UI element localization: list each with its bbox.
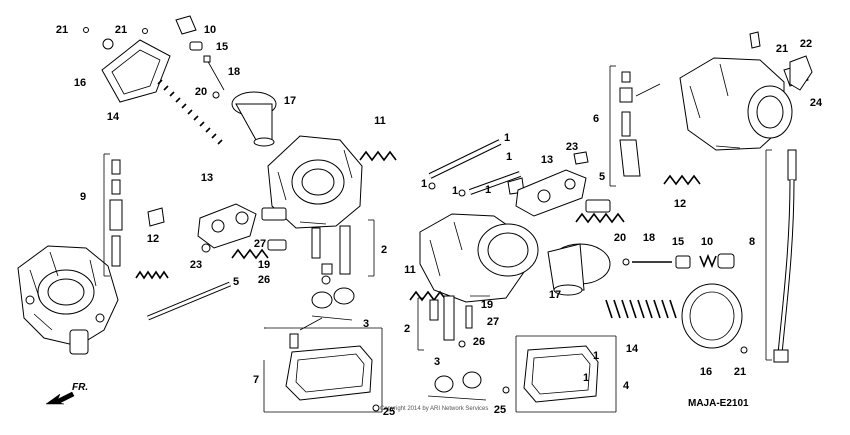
callout-c28: 2	[381, 244, 387, 256]
center-jet-group	[409, 290, 473, 351]
callout-c11: 1	[504, 132, 510, 144]
callout-c16: 13	[201, 172, 213, 184]
callout-c24: 24	[810, 97, 823, 109]
callout-c52: 4	[623, 380, 630, 392]
center-piston-group	[547, 243, 735, 296]
callout-c48: 21	[734, 366, 746, 378]
callout-c42: 2	[404, 323, 410, 335]
callout-c47: 16	[700, 366, 712, 378]
callout-c18: 1	[452, 185, 458, 197]
upper-carburetor-body	[261, 135, 363, 229]
center-right-parts-5-6	[575, 65, 661, 224]
left-float-bowl	[263, 327, 383, 413]
callout-c2: 21	[115, 24, 127, 36]
left-carburetor-body	[17, 245, 119, 355]
center-carburetor-body	[419, 213, 539, 303]
callout-c32: 5	[233, 276, 239, 288]
callout-c46: 1	[593, 350, 599, 362]
callout-c53: 25	[383, 406, 395, 418]
callout-c35: 18	[643, 232, 655, 244]
callout-c39: 17	[549, 289, 561, 301]
callout-c41: 27	[487, 316, 499, 328]
front-arrow-icon	[45, 391, 75, 405]
callout-c51: 1	[583, 372, 589, 384]
center-spring-cover	[605, 283, 748, 354]
callout-c13: 23	[566, 141, 578, 153]
callout-c29: 19	[258, 259, 270, 271]
callout-c8: 17	[284, 95, 296, 107]
callout-c6: 18	[228, 66, 240, 78]
left-parts-13-23-5	[197, 203, 287, 260]
right-tube-group	[663, 31, 813, 363]
callout-c5: 16	[74, 77, 86, 89]
center-rods	[428, 139, 525, 197]
callout-c45: 14	[626, 343, 639, 355]
front-direction-indicator: FR.	[45, 382, 88, 405]
callout-c43: 26	[473, 336, 485, 348]
callout-c37: 10	[701, 236, 713, 248]
callout-c44: 3	[363, 318, 369, 330]
callout-c10: 11	[374, 115, 386, 127]
callout-c9: 14	[107, 111, 120, 123]
center-float-bowl	[372, 335, 617, 413]
copyright-text: Copyright 2014 by ARI Network Services	[380, 406, 488, 412]
callout-c20: 5	[599, 171, 605, 183]
callout-c3: 10	[204, 24, 216, 36]
callout-c22: 21	[776, 43, 788, 55]
callout-c14: 13	[541, 154, 553, 166]
callout-c34: 20	[614, 232, 626, 244]
callout-c36: 15	[672, 236, 684, 248]
callout-c21: 6	[593, 113, 599, 125]
diagram-code: MAJA-E2101	[688, 398, 749, 409]
callout-c25: 12	[674, 198, 686, 210]
callout-c54: 25	[494, 404, 506, 416]
callout-c15: 9	[80, 191, 86, 203]
callout-c26: 12	[147, 233, 159, 245]
callout-c17: 1	[421, 178, 427, 190]
left-jet-group	[299, 150, 397, 331]
callout-c23: 22	[800, 38, 812, 50]
callout-c30: 23	[190, 259, 202, 271]
callout-c40: 19	[481, 299, 493, 311]
callout-c49: 7	[253, 374, 259, 386]
callout-c38: 8	[749, 236, 755, 248]
callout-c1: 21	[56, 24, 68, 36]
callout-c27: 27	[254, 238, 266, 250]
callout-c7: 20	[195, 86, 207, 98]
top-cover-group	[83, 15, 277, 147]
center-parts-13-23	[515, 151, 589, 217]
callout-c33: 11	[404, 264, 416, 276]
callout-c31: 26	[258, 274, 270, 286]
callout-c19: 1	[485, 184, 491, 196]
direction-label: FR.	[72, 382, 88, 393]
left-rod-group	[103, 153, 231, 321]
callout-c12: 1	[506, 151, 512, 163]
right-carburetor-body	[679, 57, 809, 151]
callout-c50: 3	[434, 356, 440, 368]
callout-c4: 15	[216, 41, 228, 53]
